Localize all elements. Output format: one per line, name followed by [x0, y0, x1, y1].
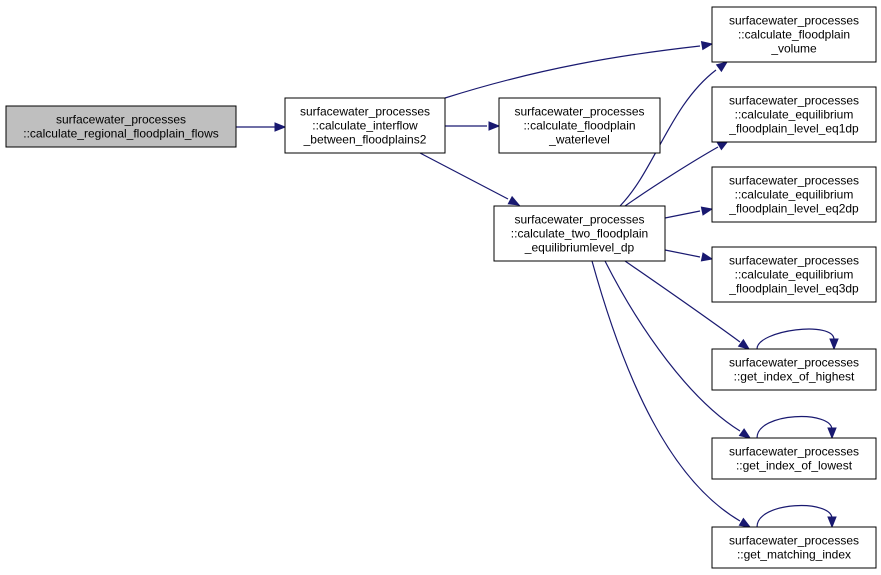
edge-two_fp-to-matching — [591, 260, 752, 528]
node-label-line: _volume — [770, 42, 817, 56]
edge-interflow-to-volume — [444, 40, 714, 99]
edge-two_fp-to-highest — [624, 260, 751, 350]
edge-arrowhead — [715, 61, 729, 73]
edge-arrowhead — [737, 338, 751, 350]
edge-line — [419, 152, 509, 200]
node-label-line: _floodplain_level_eq1dp — [728, 122, 859, 136]
edge-regional-to-interflow — [236, 122, 287, 132]
node-label-line: ::get_index_of_lowest — [736, 459, 853, 473]
node-volume[interactable]: surfacewater_processes::calculate_floodp… — [711, 6, 877, 63]
node-two_fp[interactable]: surfacewater_processes::calculate_two_fl… — [493, 205, 666, 262]
node-label-line: ::get_matching_index — [737, 548, 851, 562]
edges-layer — [236, 40, 839, 529]
node-label-line: ::get_index_of_highest — [734, 370, 855, 384]
edge-line — [664, 249, 701, 258]
edge-arrowhead — [738, 428, 752, 439]
node-eq2dp[interactable]: surfacewater_processes::calculate_equili… — [711, 166, 877, 223]
node-label-line: surfacewater_processes — [729, 14, 859, 28]
edge-two_fp-to-eq3dp — [664, 249, 714, 262]
node-label-line: surfacewater_processes — [729, 445, 859, 459]
edge-arrowhead — [700, 40, 714, 51]
node-eq1dp[interactable]: surfacewater_processes::calculate_equili… — [711, 86, 877, 143]
node-label-line: surfacewater_processes — [729, 534, 859, 548]
edge-arrowhead — [700, 206, 714, 216]
node-box[interactable] — [711, 246, 877, 303]
edge-interflow-to-waterlevel — [445, 121, 501, 131]
edge-interflow-to-two_fp — [419, 152, 521, 206]
edge-arrowhead — [274, 122, 287, 132]
edge-two_fp-to-lowest — [604, 260, 752, 439]
node-label-line: ::calculate_regional_floodplain_flows — [23, 127, 218, 141]
node-box[interactable] — [711, 526, 877, 569]
edge-line — [591, 260, 741, 522]
edge-arrowhead — [507, 195, 521, 206]
node-label-line: ::calculate_equilibrium — [735, 108, 854, 122]
node-label-line: surfacewater_processes — [729, 174, 859, 188]
node-label-line: _between_floodplains2 — [303, 133, 427, 147]
node-label-line: surfacewater_processes — [729, 254, 859, 268]
edge-arrowhead — [700, 252, 714, 262]
edge-two_fp-to-volume — [619, 61, 729, 207]
node-label-line: surfacewater_processes — [729, 356, 859, 370]
node-box[interactable] — [711, 348, 877, 391]
edge-arrowhead — [829, 338, 839, 351]
node-highest[interactable]: surfacewater_processes::get_index_of_hig… — [711, 348, 877, 391]
edge-line — [756, 328, 835, 350]
edge-line — [624, 146, 719, 207]
node-label-line: surfacewater_processes — [56, 113, 186, 127]
edge-highest-to-highest — [756, 328, 839, 351]
node-box[interactable] — [284, 97, 446, 154]
node-matching[interactable]: surfacewater_processes::get_matching_ind… — [711, 526, 877, 569]
edge-line — [756, 416, 833, 439]
node-box[interactable] — [711, 437, 877, 480]
node-box[interactable] — [493, 205, 666, 262]
node-box[interactable] — [5, 105, 237, 148]
edge-line — [444, 45, 701, 99]
node-label-line: ::calculate_interflow — [312, 119, 418, 133]
edge-line — [624, 260, 741, 343]
node-eq3dp[interactable]: surfacewater_processes::calculate_equili… — [711, 246, 877, 303]
edge-arrowhead — [738, 517, 752, 528]
node-box[interactable] — [711, 86, 877, 143]
node-waterlevel[interactable]: surfacewater_processes::calculate_floodp… — [498, 97, 661, 154]
node-label-line: surfacewater_processes — [514, 105, 644, 119]
node-label-line: _floodplain_level_eq2dp — [728, 202, 859, 216]
edge-arrowhead — [827, 427, 837, 440]
node-lowest[interactable]: surfacewater_processes::get_index_of_low… — [711, 437, 877, 480]
nodes-layer: surfacewater_processes::calculate_region… — [5, 6, 877, 569]
edge-line — [604, 260, 741, 432]
node-label-line: _waterlevel — [548, 133, 610, 147]
edge-line — [756, 505, 833, 528]
node-box[interactable] — [711, 166, 877, 223]
node-interflow[interactable]: surfacewater_processes::calculate_interf… — [284, 97, 446, 154]
edge-two_fp-to-eq2dp — [664, 206, 714, 219]
node-label-line: ::calculate_equilibrium — [735, 268, 854, 282]
node-label-line: ::calculate_equilibrium — [735, 188, 854, 202]
node-label-line: _equilibriumlevel_dp — [524, 241, 635, 255]
edge-line — [619, 69, 717, 207]
node-box[interactable] — [498, 97, 661, 154]
node-label-line: ::calculate_two_floodplain — [511, 227, 648, 241]
node-label-line: surfacewater_processes — [514, 213, 644, 227]
node-regional[interactable]: surfacewater_processes::calculate_region… — [5, 105, 237, 148]
node-box[interactable] — [711, 6, 877, 63]
edge-matching-to-matching — [756, 505, 837, 529]
node-label-line: ::calculate_floodplain — [523, 119, 635, 133]
edge-line — [664, 210, 701, 219]
node-label-line: _floodplain_level_eq3dp — [728, 282, 859, 296]
edge-arrowhead — [488, 121, 501, 131]
edge-arrowhead — [827, 516, 837, 529]
node-label-line: surfacewater_processes — [300, 105, 430, 119]
edge-lowest-to-lowest — [756, 416, 837, 440]
node-label-line: ::calculate_floodplain — [738, 28, 850, 42]
node-label-line: surfacewater_processes — [729, 94, 859, 108]
